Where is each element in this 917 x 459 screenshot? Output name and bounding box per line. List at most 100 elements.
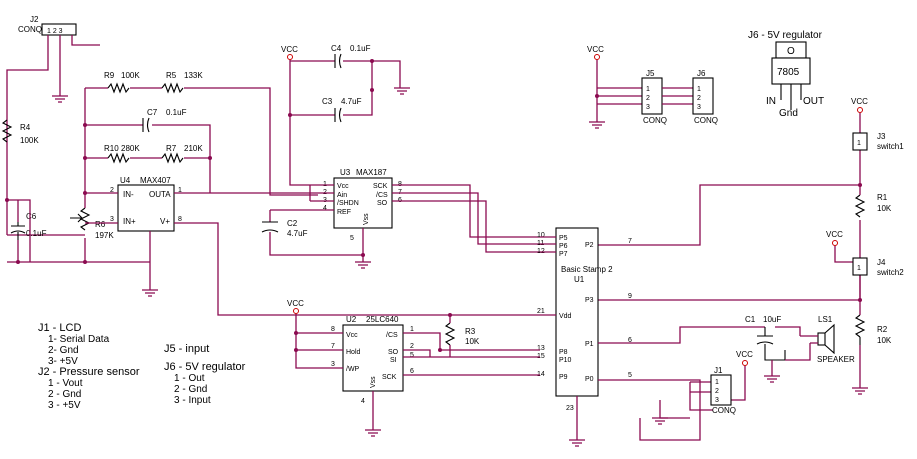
- ground-j2: [52, 95, 68, 103]
- u1-pinnum-7: 7: [628, 238, 632, 245]
- j5-pin2: 2: [646, 95, 650, 102]
- u1-pinnum-14: 14: [537, 371, 545, 378]
- regulator-tab: O: [787, 46, 795, 57]
- u4-in-pos: IN+: [123, 217, 136, 226]
- capacitor-c3: [334, 107, 342, 123]
- u1-pinnum-13: 13: [537, 345, 545, 352]
- wire-j5-j6: [662, 87, 695, 105]
- resistor-r1: [854, 194, 866, 218]
- legend-j5-title: J5 - input: [164, 343, 210, 355]
- u3-pin-cs: /CS: [376, 192, 388, 199]
- resistor-r2: [854, 314, 866, 345]
- c7-value: 0.1uF: [166, 108, 187, 117]
- j2-pins: 1 2 3: [47, 28, 63, 35]
- c1-ref: C1: [745, 315, 756, 324]
- wire-c2: [269, 210, 363, 256]
- j4-ref: J4: [877, 258, 886, 267]
- u1-pinnum-21: 21: [537, 308, 545, 315]
- u1-pin-p0: P0: [585, 376, 594, 383]
- wire-j4: [834, 246, 861, 388]
- legend-j1-item: 3- +5V: [48, 356, 78, 367]
- r1-value: 10K: [877, 204, 892, 213]
- u2-pinnum-1: 1: [410, 326, 414, 333]
- j5-pin1: 1: [646, 86, 650, 93]
- regulator-out: OUT: [803, 96, 824, 107]
- u4-ref: U4: [120, 176, 131, 185]
- legend-j6-item: 3 - Input: [174, 395, 211, 406]
- connector-j6: J6 1 2 3 CONQ: [692, 69, 718, 125]
- u1-pinnum-9: 9: [628, 293, 632, 300]
- u2-pinnum-2: 2: [410, 343, 414, 350]
- c2-value: 4.7uF: [287, 229, 308, 238]
- j4-pin: 1: [857, 265, 861, 272]
- r7-value: 210K: [184, 144, 203, 153]
- u4-pin2: 2: [110, 187, 114, 194]
- vcc-top: VCC: [281, 45, 298, 60]
- u3-pin-so: SO: [377, 200, 388, 207]
- wire-u1-left: [540, 236, 556, 316]
- junctions: [5, 59, 862, 352]
- u1-ref: U1: [574, 275, 585, 284]
- u3-ref: U3: [340, 168, 351, 177]
- switch-j4: 1: [852, 257, 868, 276]
- u4-out: OUTA: [149, 190, 171, 199]
- resistor-r5: [161, 82, 184, 94]
- ground-j5: [589, 121, 605, 129]
- j4-name: switch2: [877, 268, 904, 277]
- j2-body: [41, 23, 77, 36]
- j5-type: CONQ: [643, 116, 667, 125]
- vcc-j5: VCC: [587, 45, 604, 60]
- c7-ref: C7: [147, 108, 158, 117]
- u2-pinnum-7: 7: [331, 343, 335, 350]
- legend-j6: J6 - 5V regulator 1 - Out 2 - Gnd 3 - In…: [164, 362, 245, 407]
- regulator-gnd: Gnd: [779, 108, 798, 119]
- wire-j1: [689, 366, 746, 411]
- c1-value: 10uF: [763, 315, 781, 324]
- u3-pin-vss: Vss: [363, 213, 370, 225]
- r4-ref: R4: [20, 123, 31, 132]
- wire-u4-vplus: [174, 222, 540, 316]
- u2-pin-si: SI: [390, 357, 397, 364]
- u3-part: MAX187: [356, 168, 387, 177]
- j6-pin3: 3: [697, 104, 701, 111]
- wire-j2-vcc: [71, 35, 100, 46]
- r6-ref: R6: [95, 220, 106, 229]
- legend-j1-item: 1- Serial Data: [48, 334, 110, 345]
- u2-part: 25LC640: [366, 315, 399, 324]
- u4-vplus: V+: [160, 217, 170, 226]
- wire-j2-vout: [6, 35, 150, 263]
- legend-j6-item: 1 - Out: [174, 373, 205, 384]
- u2-pin-sck: SCK: [382, 374, 397, 381]
- r5-ref: R5: [166, 71, 177, 80]
- ls1-ref: LS1: [818, 315, 833, 324]
- u3-pin-ain: Ain: [337, 192, 347, 199]
- u4-pin1: 1: [178, 187, 182, 194]
- u2-pin-vss: Vss: [370, 376, 377, 388]
- u2-pin-wp: /WP: [346, 366, 360, 373]
- wire-vcc-caps: [289, 60, 401, 186]
- wire-u3-left: [270, 184, 364, 262]
- j3-name: switch1: [877, 142, 904, 151]
- wire-j5: [596, 60, 645, 122]
- u2-pinnum-4: 4: [361, 398, 365, 405]
- eeprom-u2: U2 25LC640 Vcc Hold /WP /CS SO SI SCK Vs…: [331, 315, 414, 405]
- wire-u2-vcc: [295, 314, 330, 369]
- u2-pinnum-6: 6: [410, 368, 414, 375]
- ground-u3: [355, 261, 371, 269]
- legend-j6-item: 2 - Gnd: [174, 384, 208, 395]
- c4-value: 0.1uF: [350, 44, 371, 53]
- u2-ref: U2: [346, 315, 357, 324]
- connector-j2: J2 CONQ 1 2 3: [18, 15, 77, 36]
- u1-pin-vdd: Vdd: [559, 313, 572, 320]
- legend-j2-item: 1 - Vout: [48, 378, 83, 389]
- u1-pin-p6: P6: [559, 243, 568, 250]
- r7-ref: R7: [166, 144, 177, 153]
- u3-pinnum-4: 4: [323, 205, 327, 212]
- regulator-title: J6 - 5V regulator: [748, 30, 823, 41]
- u2-pin-hold: Hold: [346, 349, 361, 356]
- svg-text:VCC: VCC: [281, 45, 298, 54]
- u2-pin-cs: /CS: [386, 332, 398, 339]
- u4-pin3: 3: [110, 216, 114, 223]
- c6-ref: C6: [26, 212, 37, 221]
- u4-in-neg: IN-: [123, 190, 134, 199]
